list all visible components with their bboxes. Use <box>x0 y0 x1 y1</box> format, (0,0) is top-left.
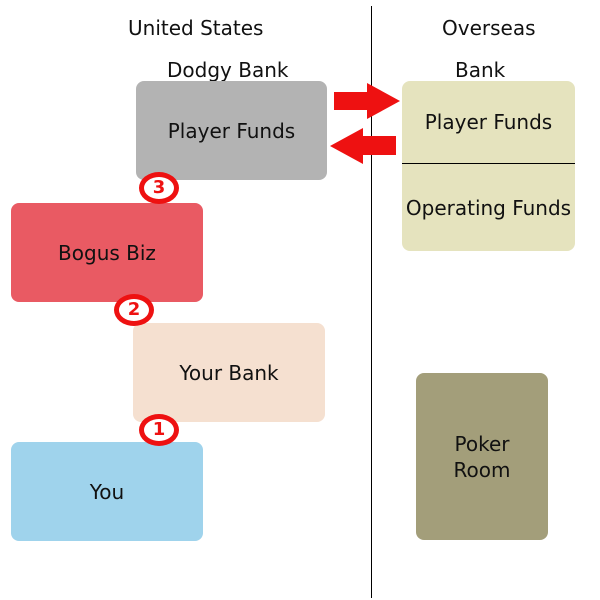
overseas-header: Overseas <box>442 16 536 40</box>
dodgy-bank-player-funds-box: Player Funds <box>136 81 327 180</box>
step-3-marker: 3 <box>139 172 179 204</box>
poker-room-box: Poker Room <box>416 373 548 540</box>
bogus-biz-label: Bogus Biz <box>58 240 156 265</box>
overseas-player-funds-section: Player Funds <box>402 81 575 163</box>
bogus-biz-box: Bogus Biz <box>11 203 203 302</box>
overseas-bank-separator <box>402 163 575 164</box>
you-label: You <box>89 479 125 504</box>
poker-room-label: Poker Room <box>453 431 511 482</box>
your-bank-box: Your Bank <box>133 323 325 422</box>
operating-funds-section: Operating Funds <box>402 164 575 251</box>
dodgy-bank-player-funds-label: Player Funds <box>167 118 296 143</box>
step-1-marker: 1 <box>139 414 179 446</box>
operating-funds-label: Operating Funds <box>405 195 572 220</box>
step-2-marker: 2 <box>114 294 154 326</box>
region-divider <box>371 6 372 598</box>
you-box: You <box>11 442 203 541</box>
dodgy-bank-label: Dodgy Bank <box>167 58 289 82</box>
arrow-right-to-overseas <box>334 83 400 119</box>
your-bank-label: Your Bank <box>179 360 279 385</box>
overseas-bank-label: Bank <box>455 58 506 82</box>
overseas-player-funds-label: Player Funds <box>424 110 553 134</box>
overseas-bank-box <box>402 81 575 251</box>
arrow-left-to-dodgy-bank <box>330 128 396 164</box>
united-states-header: United States <box>128 16 264 40</box>
